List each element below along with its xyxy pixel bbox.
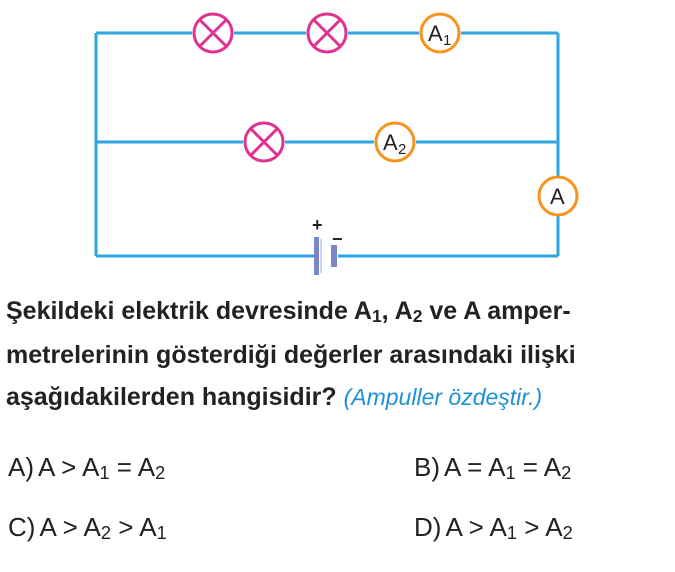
battery-negative-plate bbox=[331, 245, 337, 267]
ammeter-a2: A 2 bbox=[374, 121, 416, 163]
question-line-3: aşağıdakilerden hangisidir? (Ampuller öz… bbox=[6, 383, 543, 411]
option-d[interactable]: D)A > A1 > A2 bbox=[414, 512, 573, 543]
lamp-1 bbox=[192, 12, 234, 54]
lamp-2 bbox=[306, 12, 348, 54]
battery-positive-plate bbox=[314, 237, 319, 275]
option-b[interactable]: B)A = A1 = A2 bbox=[414, 452, 572, 483]
battery: + − bbox=[312, 215, 343, 275]
circuit-diagram: A 1 A 2 A + − bbox=[94, 12, 579, 275]
battery-plus-sign: + bbox=[312, 215, 323, 235]
ammeter-a: A bbox=[537, 175, 579, 217]
ammeter-a2-sub: 2 bbox=[398, 141, 406, 158]
ammeter-a1: A 1 bbox=[419, 12, 461, 54]
ammeter-a1-letter: A bbox=[428, 21, 443, 46]
question-note: (Ampuller özdeştir.) bbox=[343, 384, 543, 410]
question-text: Şekildeki elektrik devresinde A1, A2 ve … bbox=[6, 290, 671, 418]
wires bbox=[94, 31, 560, 258]
ammeter-a1-sub: 1 bbox=[443, 32, 451, 49]
ammeter-a-letter: A bbox=[550, 184, 565, 209]
question-line-2: metrelerinin gösterdiği değerler arasınd… bbox=[6, 341, 576, 369]
question-line-1: Şekildeki elektrik devresinde A1, A2 ve … bbox=[6, 297, 571, 326]
option-a[interactable]: A)A > A1 = A2 bbox=[8, 452, 166, 483]
lamp-3 bbox=[243, 121, 285, 163]
ammeter-a2-letter: A bbox=[383, 130, 398, 155]
battery-minus-sign: − bbox=[332, 229, 343, 249]
option-c[interactable]: C)A > A2 > A1 bbox=[8, 512, 167, 543]
